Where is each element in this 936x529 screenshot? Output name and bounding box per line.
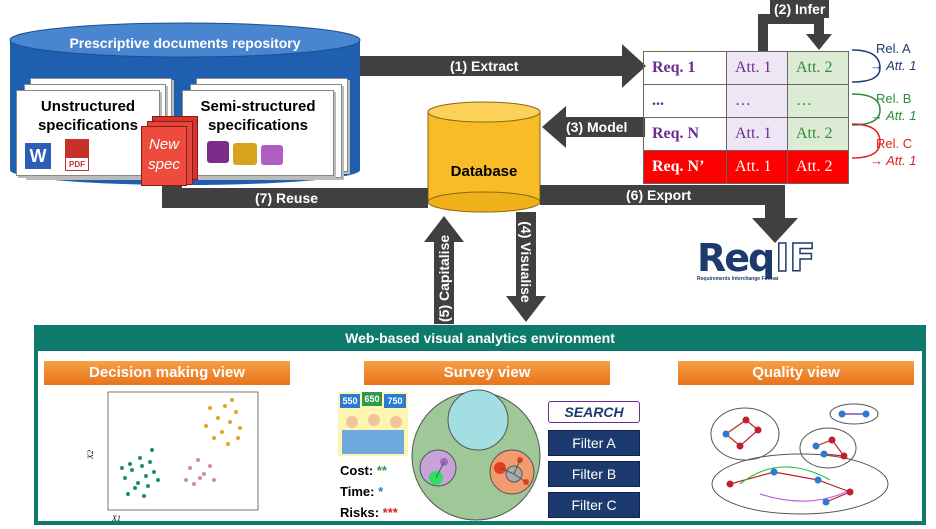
relation-c: Rel. C → Att. 1: [870, 135, 916, 169]
att2-cell: Att. 2: [787, 150, 849, 184]
new-spec-doc: New spec: [141, 126, 187, 186]
relation-b: Rel. B → Att. 1: [870, 90, 916, 124]
unstructured-doc: Unstructured specifications W PDF: [16, 90, 160, 176]
quality-view-header[interactable]: Quality view: [678, 361, 914, 385]
visualise-label: (4) Visualise: [518, 221, 534, 303]
reqif-logo-suffix: IF: [774, 235, 816, 281]
risks-label: Risks:: [340, 505, 380, 520]
reuse-label: (7) Reuse: [255, 190, 319, 206]
table-row: Req. N’ Att. 1 Att. 2: [643, 150, 849, 184]
export-arrow: [540, 185, 798, 243]
semi-structured-doc: Semi-structured specifications: [182, 90, 334, 176]
relation-a-att: → Att. 1: [870, 58, 917, 73]
requirements-table: Req. 1 Att. 1 Att. 2 ... … … Req. N Att.…: [643, 51, 849, 184]
export-label: (6) Export: [626, 187, 692, 203]
infer-arrow: [758, 14, 832, 52]
reqif-subtitle: Requirements Interchange Format: [697, 276, 779, 282]
req-cell: ...: [643, 84, 727, 118]
scatter-ylabel: X2: [85, 450, 95, 459]
att2-cell: Att. 2: [787, 51, 849, 85]
capitalise-arrow: [424, 216, 464, 324]
quality-graph: [710, 403, 889, 515]
pdf-icon: PDF: [65, 139, 89, 171]
person-icon: [390, 416, 402, 428]
sysml-icon: [261, 145, 283, 165]
semi-structured-label: Semi-structured specifications: [200, 98, 316, 134]
web-env-title: Web-based visual analytics environment: [345, 330, 615, 346]
table-row: Req. 1 Att. 1 Att. 2: [643, 51, 849, 85]
filter-c-button[interactable]: Filter C: [548, 492, 640, 518]
rel-b-bracket: [851, 93, 881, 126]
time-label: Time:: [340, 484, 375, 499]
filter-b-button[interactable]: Filter B: [548, 461, 640, 487]
infer-label: (2) Infer: [770, 0, 830, 18]
extract-label: (1) Extract: [450, 58, 519, 74]
table-row: Req. N Att. 1 Att. 2: [643, 117, 849, 151]
relation-c-name: Rel. C: [876, 136, 913, 151]
relation-b-name: Rel. B: [876, 91, 912, 106]
uml-icon: [207, 141, 229, 163]
repository-title: Prescriptive documents repository: [69, 35, 301, 51]
relation-c-att: → Att. 1: [870, 153, 917, 168]
voters-illustration: 550 650 750: [338, 392, 408, 456]
req-cell: Req. N: [643, 117, 727, 151]
att2-cell: …: [787, 84, 849, 118]
model-arrow: [542, 106, 645, 148]
scatter-xlabel: X1: [112, 514, 121, 523]
att1-cell: …: [726, 84, 788, 118]
relation-a: Rel. A → Att. 1: [870, 40, 916, 74]
database-label: Database: [450, 163, 518, 180]
rel-c-bracket: [851, 123, 881, 159]
word-icon: W: [25, 143, 51, 169]
vote-card: 650: [362, 392, 382, 406]
extract-arrow: [360, 44, 646, 88]
table-row: ... … …: [643, 84, 849, 118]
database-cylinder: [427, 101, 541, 213]
vote-card: 750: [384, 394, 406, 408]
person-icon: [368, 414, 380, 426]
unstructured-label: Unstructured specifications: [37, 98, 139, 134]
decision-scatter: [107, 391, 259, 511]
survey-view-header[interactable]: Survey view: [364, 361, 610, 385]
people-bodies: [342, 430, 404, 454]
req-cell: Req. 1: [643, 51, 727, 85]
reqif-logo-text: Req: [697, 236, 775, 280]
rel-a-bracket: [851, 49, 881, 83]
xml-icon: [233, 143, 257, 165]
filter-a-button[interactable]: Filter A: [548, 430, 640, 456]
att1-cell: Att. 1: [726, 150, 788, 184]
att1-cell: Att. 1: [726, 51, 788, 85]
reqif-logo: ReqIF Requirements Interchange Format: [697, 235, 853, 284]
decision-view-header[interactable]: Decision making view: [44, 361, 290, 385]
survey-metrics: Cost: ** Time: * Risks: ***: [340, 460, 398, 523]
circle-packing: [411, 389, 541, 521]
model-label: (3) Model: [566, 119, 628, 135]
att1-cell: Att. 1: [726, 117, 788, 151]
visualise-arrow: [506, 212, 546, 322]
vote-card: 550: [340, 394, 360, 408]
capitalise-label: (5) Capitalise: [436, 234, 452, 322]
search-button[interactable]: SEARCH: [548, 401, 640, 423]
relation-a-name: Rel. A: [876, 41, 911, 56]
pdf-icon-label: PDF: [69, 160, 85, 169]
req-cell: Req. N’: [643, 150, 727, 184]
person-icon: [346, 416, 358, 428]
att2-cell: Att. 2: [787, 117, 849, 151]
relation-b-att: → Att. 1: [870, 108, 917, 123]
risks-value: ***: [382, 505, 398, 520]
cost-value: **: [376, 463, 387, 478]
cost-label: Cost:: [340, 463, 374, 478]
time-value: *: [378, 484, 384, 499]
